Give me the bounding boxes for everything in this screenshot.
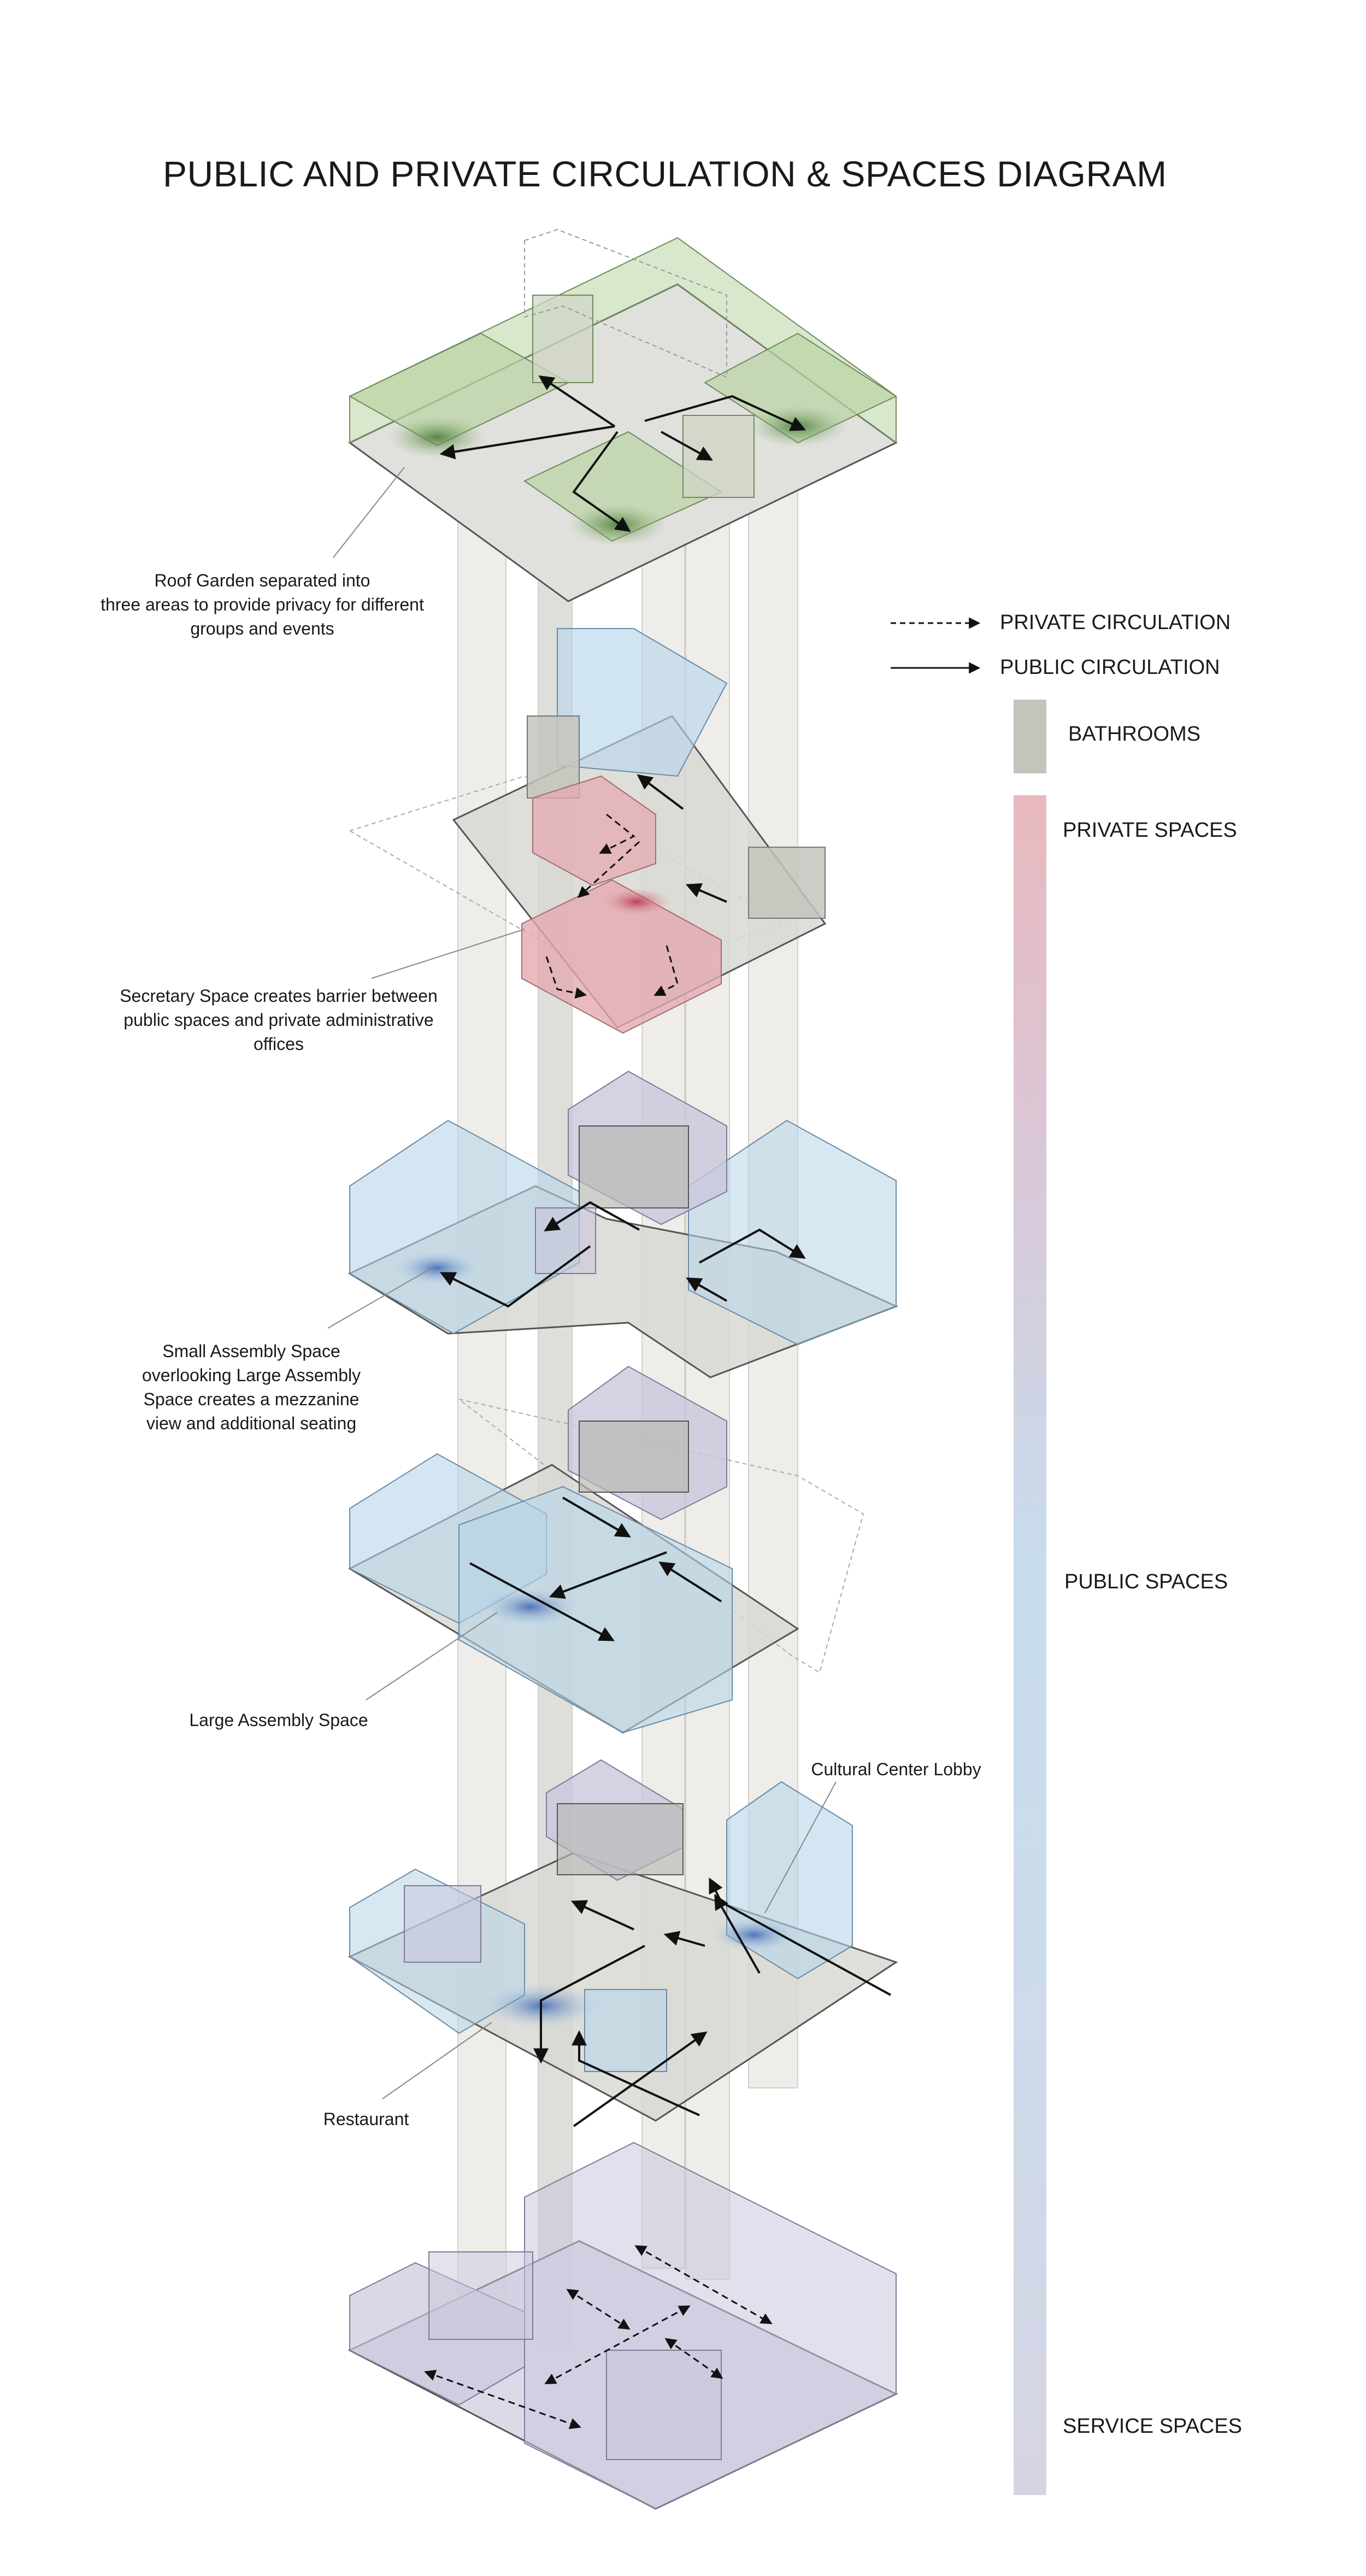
administration-floor — [348, 628, 827, 1034]
roof-garden-floor — [348, 228, 898, 602]
lobby-restaurant-floor — [348, 1759, 898, 2127]
legend-bathrooms: BATHROOMS — [1068, 723, 1201, 746]
annotation-restaurant: Restaurant — [323, 2109, 409, 2129]
annotation-large-assembly: Large Assembly Space — [189, 1710, 368, 1730]
legend — [891, 617, 1046, 2495]
legend-public-spaces: PUBLIC SPACES — [1064, 1570, 1228, 1593]
annotation-secretary-space: Secretary Space creates barrier between … — [120, 986, 438, 1054]
service-floor — [348, 2141, 898, 2510]
bathrooms-swatch — [1014, 700, 1046, 773]
spaces-gradient-bar — [1014, 795, 1046, 2495]
legend-private-circulation: PRIVATE CIRCULATION — [1000, 611, 1231, 634]
annotation-leaders — [327, 467, 837, 2099]
annotation-cultural-lobby: Cultural Center Lobby — [811, 1759, 981, 1779]
annotation-roof-garden: Roof Garden separated into three areas t… — [101, 571, 424, 638]
legend-public-circulation: PUBLIC CIRCULATION — [1000, 656, 1220, 679]
large-assembly-floor — [348, 1365, 864, 1734]
legend-private-spaces: PRIVATE SPACES — [1063, 819, 1237, 842]
small-assembly-floor — [348, 1070, 898, 1378]
page-title: PUBLIC AND PRIVATE CIRCULATION & SPACES … — [163, 154, 1167, 194]
annotation-small-assembly: Small Assembly Space overlooking Large A… — [142, 1341, 361, 1433]
legend-service-spaces: SERVICE SPACES — [1063, 2415, 1243, 2438]
